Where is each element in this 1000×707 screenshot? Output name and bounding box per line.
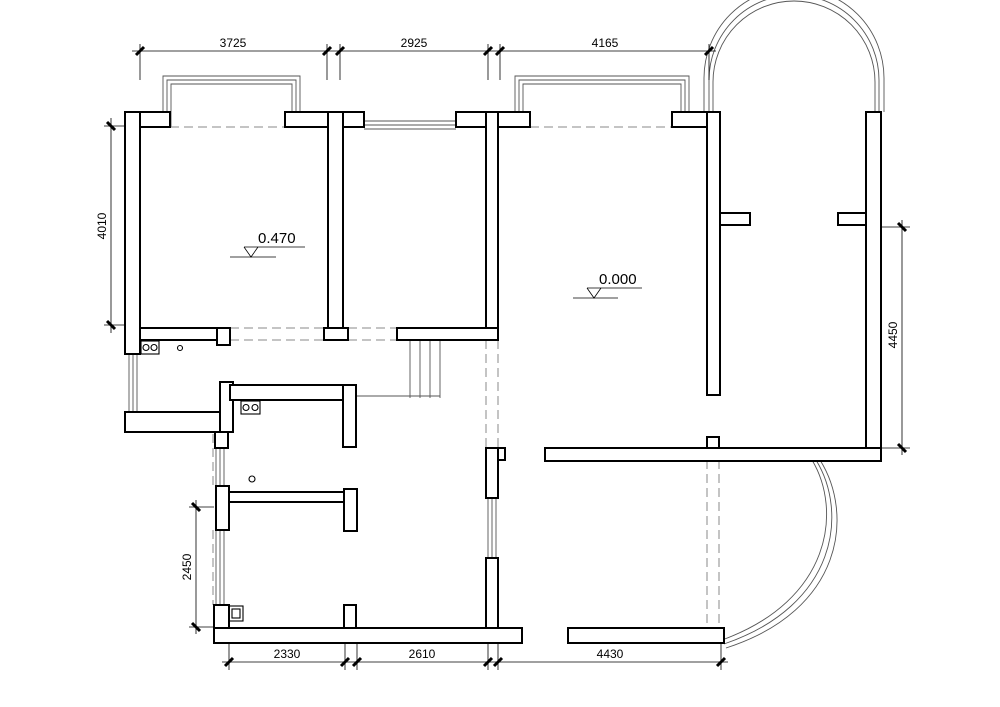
dimension-label: 4010	[95, 212, 109, 239]
dimension-label: 3725	[220, 36, 247, 50]
curved-balcony-south	[721, 459, 838, 649]
dimension-left-upper: 4010	[95, 118, 126, 333]
dimension-label: 2610	[409, 647, 436, 661]
dimension-label: 2450	[180, 553, 194, 580]
dimension-label: 4450	[886, 321, 900, 348]
sink-fixture-middle	[240, 400, 261, 415]
toilet-fixture	[228, 605, 244, 622]
dimension-label: 2330	[274, 647, 301, 661]
stair-steps	[356, 340, 441, 398]
floor-drain-middle	[248, 475, 256, 483]
level-label-bedroom: 0.470	[258, 230, 296, 247]
dimension-right: 4450	[882, 220, 910, 455]
sink-fixture-upper	[140, 340, 160, 355]
walls	[124, 111, 882, 644]
dimension-bottom: 2330 2610 4430	[222, 643, 728, 670]
curved-balcony-north	[703, 0, 885, 112]
level-mark-living: 0.000	[573, 271, 642, 299]
north-window-middle	[364, 120, 456, 130]
west-window	[128, 353, 138, 412]
hidden-lines	[170, 126, 720, 628]
floor-drain-upper	[176, 344, 184, 352]
north-bay-window-right	[514, 75, 690, 127]
door-frames	[487, 498, 497, 558]
north-bay-window-left	[162, 75, 301, 127]
dimension-label: 4165	[592, 36, 619, 50]
level-label-living: 0.000	[599, 271, 637, 288]
level-mark-bedroom: 0.470	[230, 230, 305, 258]
dimension-left-lower: 2450	[180, 500, 214, 634]
dimension-label: 4430	[597, 647, 624, 661]
dimension-label: 2925	[401, 36, 428, 50]
dimension-top: 3725 2925 4165	[132, 36, 716, 80]
